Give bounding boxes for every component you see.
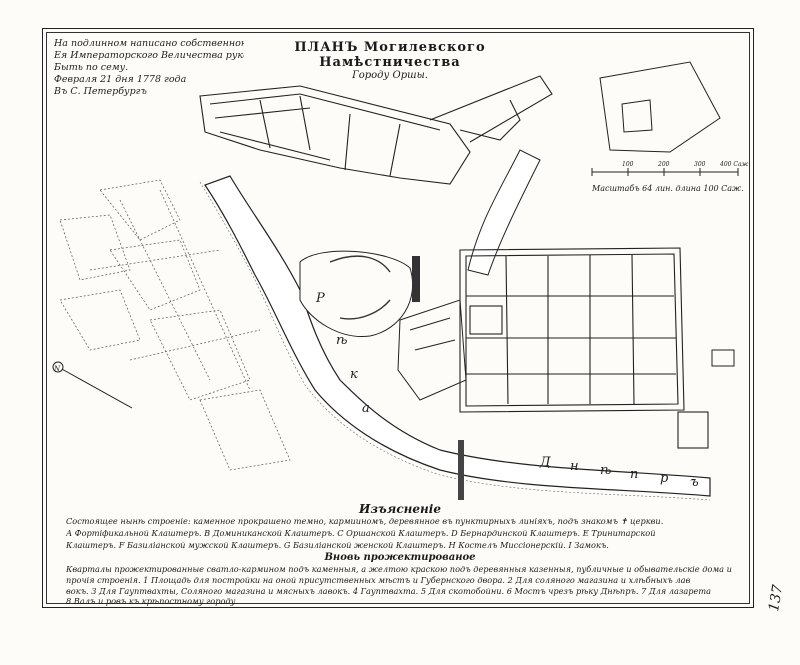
upper-town: [199, 75, 553, 185]
outer-frame: [42, 28, 754, 608]
legend-line: Клаштеръ. F Базиліанской мужской Клаштер…: [66, 540, 609, 550]
legend-title: Изъясненіе: [359, 502, 441, 516]
river-right-tributary: [467, 149, 541, 276]
river-label: к: [350, 367, 358, 382]
scale-tick: 100: [622, 161, 634, 168]
north-label: N: [53, 365, 61, 373]
river-label: ѣ: [336, 333, 347, 348]
bridge-lower: [458, 440, 464, 500]
river-label: п: [630, 467, 638, 482]
scale-tick: 300: [694, 161, 706, 168]
river-label: р: [660, 471, 669, 486]
old-town-dotted: [59, 179, 291, 471]
river-shading: [199, 181, 711, 501]
river-label: Д: [539, 455, 551, 470]
approval-line: Ея Императорского Величества рукою: [54, 50, 244, 61]
approval-line: Быть по сему.: [54, 62, 129, 73]
new-town-grid: [459, 247, 709, 449]
legend-line: вокъ. 3 Для Гауптвахты, Соляного магазин…: [66, 586, 711, 596]
old-fortress: [397, 299, 467, 401]
approval-line: Февраля 21 дня 1778 года: [54, 74, 187, 85]
legend-line: 8 Валъ и ровъ къ крѣпостному городу.: [66, 596, 238, 606]
inset-plan: [599, 61, 735, 367]
scale-bar: [591, 168, 739, 176]
inner-frame: [46, 32, 750, 604]
legend-line: Состоящее нынѣ строеніе: каменное прокра…: [66, 516, 664, 526]
title-line-2: Городу Оршы.: [352, 70, 428, 81]
approval-line: На подлинном написано собственною: [54, 38, 244, 49]
legend-line: прочія строенія. 1 Площадь для постройки…: [66, 575, 691, 585]
legend-line: Кварталы прожектированные сватло-кармино…: [66, 564, 732, 574]
legend-line: А Фортіфикальной Клаштеръ. В Доминиканск…: [66, 528, 656, 538]
scale-label: Масштабъ 64 лин. длина 100 Саж.: [592, 184, 744, 193]
approval-line: Въ С. Петербургъ: [54, 86, 147, 97]
legend-subtitle: Вновь прожектированое: [324, 552, 476, 563]
island: [299, 250, 414, 338]
bridge-upper: [412, 256, 420, 302]
river-label: Р: [315, 291, 325, 306]
river-left: [204, 175, 711, 497]
river-label: а: [362, 401, 370, 416]
north-arrow: [52, 361, 133, 409]
approval-inscription: На подлинном написано собственною Ея Имп…: [54, 38, 244, 98]
scale-tick: 400 Саж.: [719, 161, 750, 168]
title-line-1: ПЛАНЪ Могилевского Намѣстничества: [294, 40, 486, 70]
river-label: ѣ: [600, 463, 611, 478]
map-title: ПЛАНЪ Могилевского Намѣстничества Городу…: [270, 40, 510, 81]
river-label: н: [570, 459, 579, 474]
scale-tick: 200: [657, 161, 670, 168]
river-label: ъ: [690, 475, 699, 490]
